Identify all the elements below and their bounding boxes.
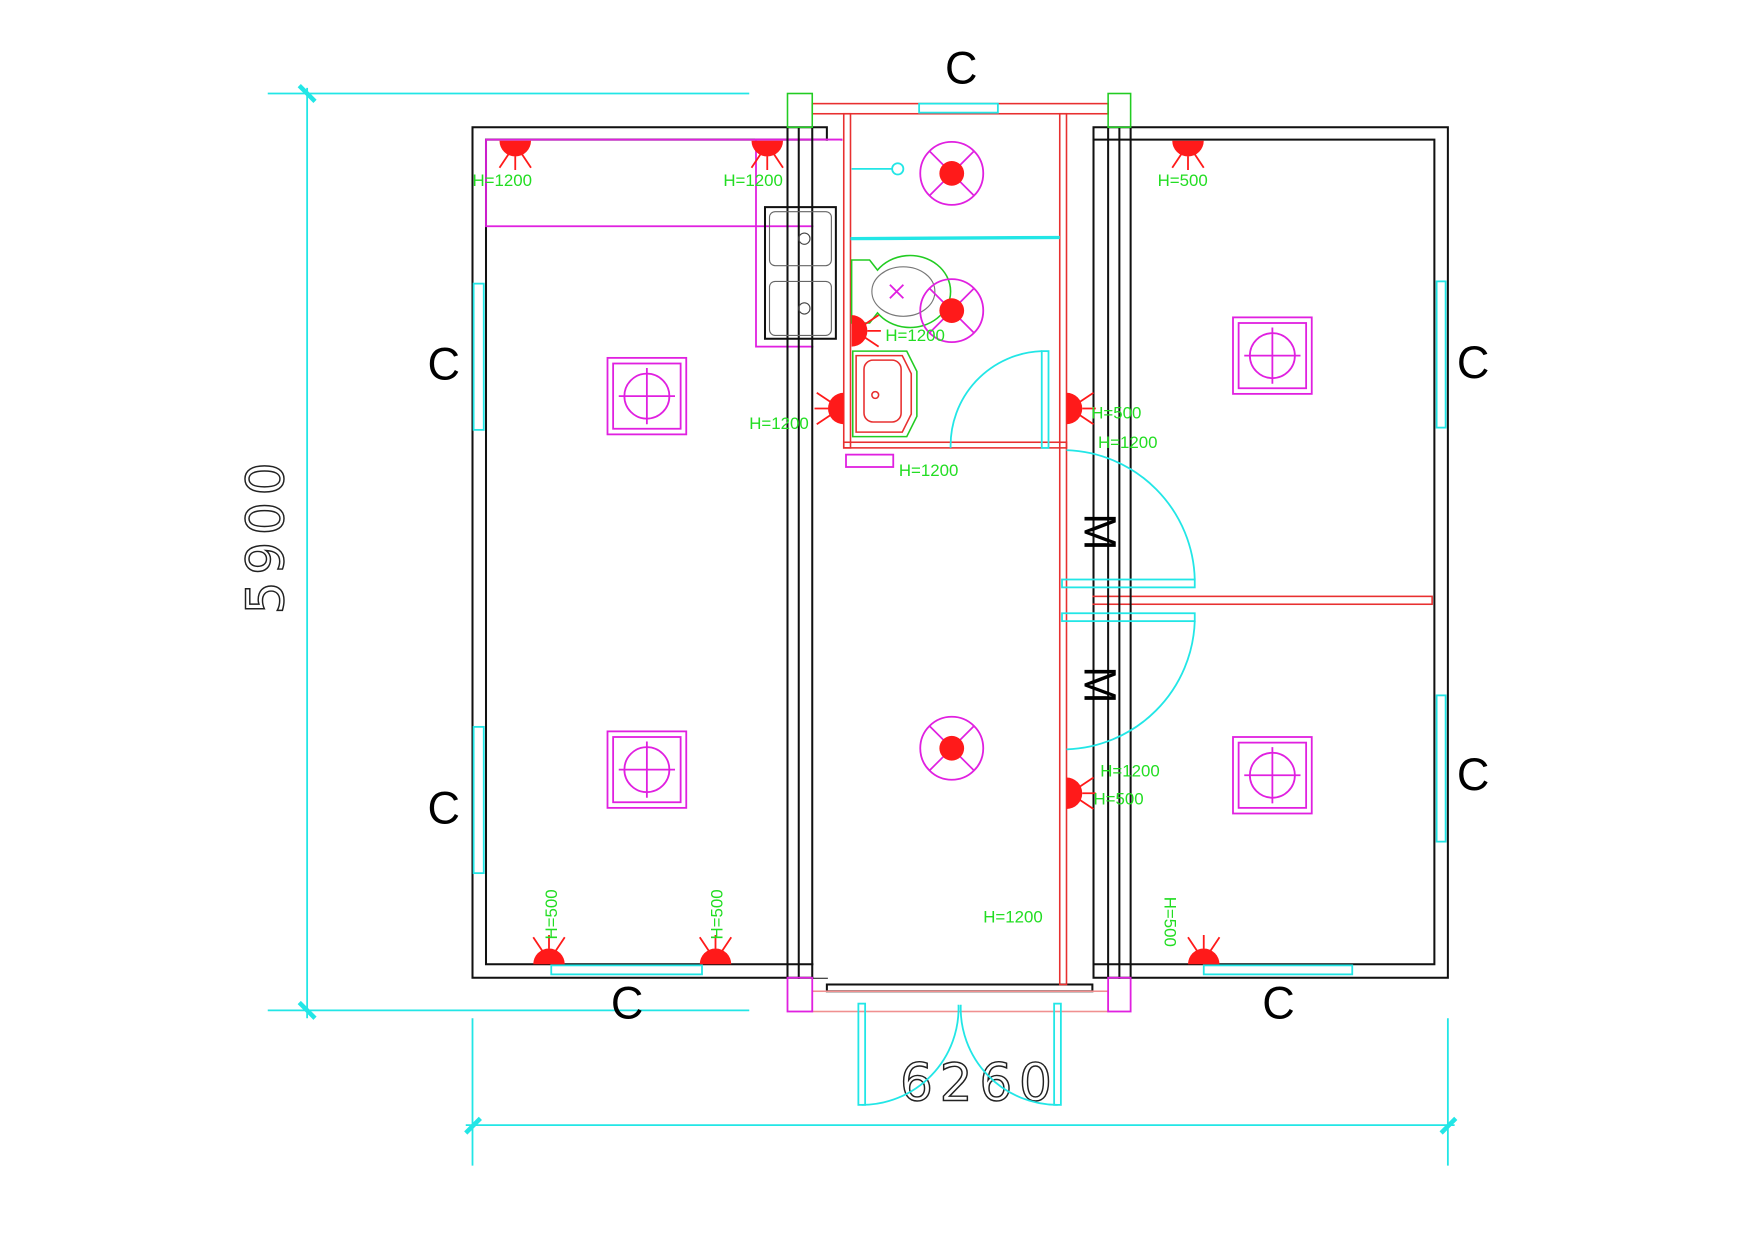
window-label: C	[945, 42, 978, 93]
width-dimension-text: 6260	[900, 1053, 1059, 1113]
power-socket-icon	[750, 140, 784, 170]
power-socket-icon	[851, 314, 881, 348]
power-socket-icon	[1066, 392, 1096, 425]
door-label: M	[1075, 666, 1126, 704]
doors	[857, 350, 1196, 1106]
ceiling-lights	[606, 316, 1313, 815]
window-label: C	[1262, 977, 1295, 1028]
ceiling-light-icon	[606, 356, 688, 436]
power-socket-icon	[532, 935, 566, 965]
height-label: H=500	[542, 889, 561, 939]
window-label: C	[428, 783, 461, 834]
exhaust-fan-icon	[919, 140, 985, 206]
power-socket-icon	[1187, 935, 1221, 965]
height-label: H=500	[1160, 897, 1179, 947]
power-socket-icon	[498, 140, 532, 170]
height-label: H=1200	[1100, 761, 1160, 780]
power-socket-icon	[1171, 140, 1205, 170]
window-label: C	[428, 338, 461, 389]
height-label: H=500	[1091, 404, 1141, 423]
height-label: H=1200	[983, 908, 1043, 927]
wall-sockets	[498, 140, 1221, 965]
height-label: H=1200	[1098, 433, 1158, 452]
height-label: H=500	[707, 889, 726, 939]
washbasin	[845, 350, 918, 468]
exhaust-fan-icon	[919, 715, 985, 781]
left-room-walls	[471, 126, 843, 979]
power-socket-icon	[814, 392, 844, 425]
exhaust-fan-icon	[919, 278, 985, 344]
ceiling-light-icon	[606, 730, 688, 809]
power-socket-icon	[699, 935, 732, 965]
height-label: H=1200	[749, 414, 809, 433]
height-label: H=1200	[885, 326, 945, 345]
height-label: H=1200	[473, 171, 533, 190]
right-room-walls	[1065, 126, 1449, 979]
kitchen-sink	[763, 206, 837, 340]
height-label: H=1200	[723, 171, 783, 190]
dimension-width: 6260	[464, 1018, 1458, 1166]
ceiling-light-icon	[1232, 736, 1313, 815]
height-label: H=500	[1158, 171, 1208, 190]
height-label: H=500	[1094, 790, 1144, 809]
window-label: C	[1457, 749, 1490, 800]
ceiling-light-icon	[1232, 316, 1313, 395]
height-dimension-text: 5900	[237, 456, 297, 615]
toilet	[850, 254, 952, 329]
window-label: C	[611, 977, 644, 1028]
power-socket-icon	[1066, 776, 1096, 810]
window-label: C	[1457, 337, 1490, 388]
exhaust-fans	[919, 140, 985, 781]
corridor-walls	[786, 92, 1132, 1013]
dimension-height: 5900	[236, 84, 750, 1020]
door-label: M	[1075, 513, 1126, 551]
height-label: H=1200	[899, 461, 959, 480]
